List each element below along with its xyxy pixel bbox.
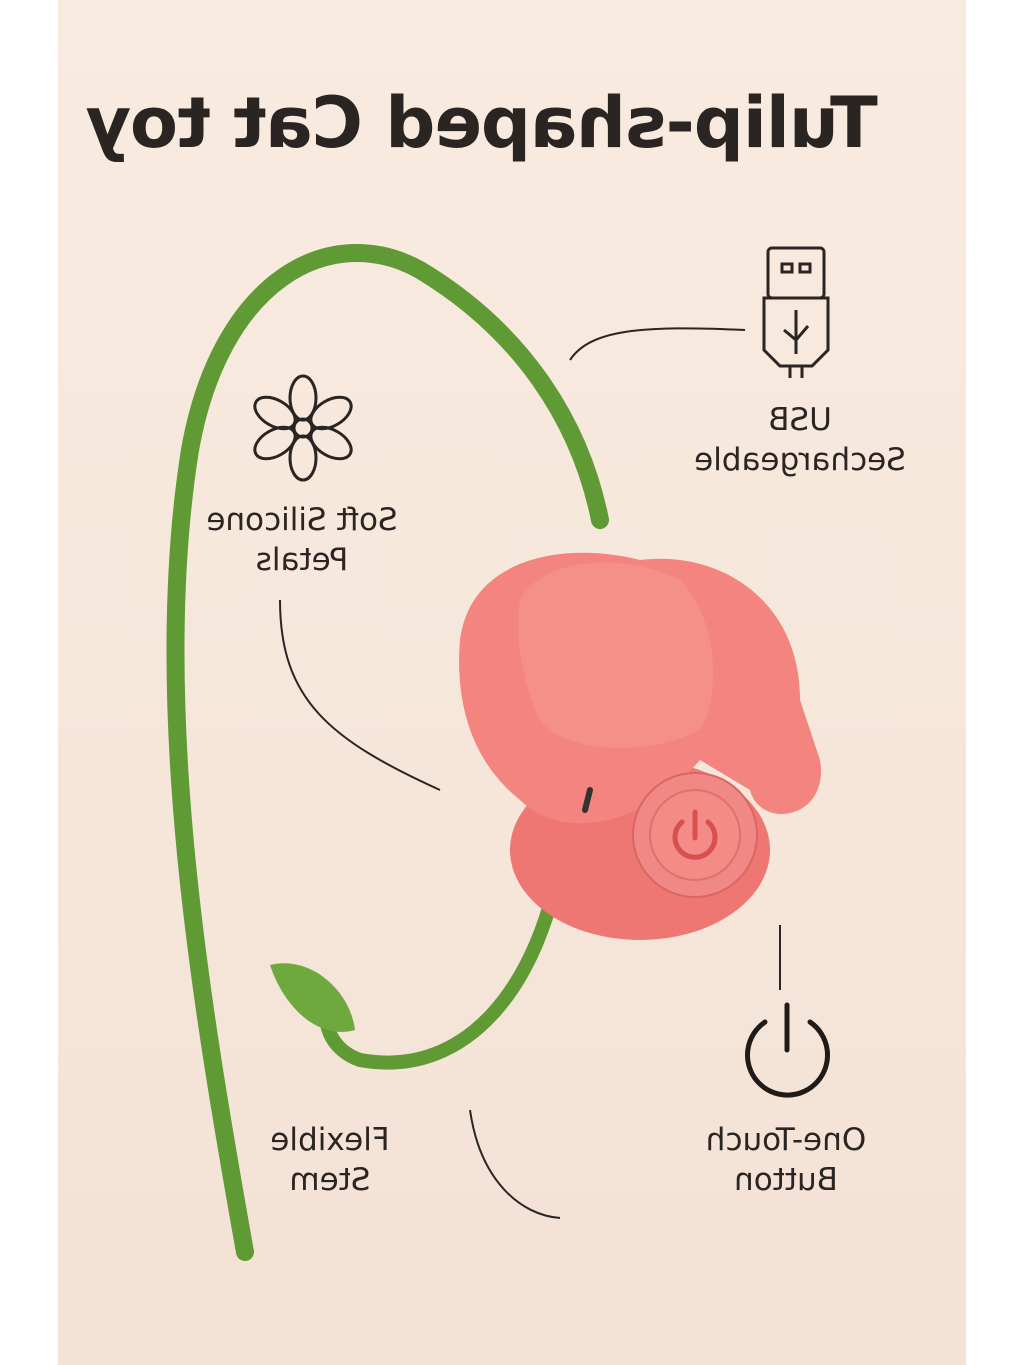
feature-stem-label: Flexible Stem	[270, 1120, 389, 1200]
feature-line: Button	[734, 1162, 838, 1198]
stem	[166, 243, 609, 1261]
feature-line: Stem	[289, 1162, 371, 1198]
page-title: Tulip-shaped Cat toy	[86, 82, 878, 164]
usb-icon	[762, 246, 830, 378]
feature-line: Soft Silicone	[206, 502, 398, 538]
feature-line: Petals	[255, 542, 349, 578]
flower-icon	[253, 374, 353, 482]
power-button-icon	[745, 1002, 830, 1098]
feature-usb-label: USB Sechargeable	[694, 400, 906, 480]
power-icon	[672, 809, 718, 860]
feature-button-label: One-Touch Button	[706, 1120, 866, 1200]
feature-line: Sechargeable	[694, 442, 906, 478]
feature-line: One-Touch	[705, 1122, 867, 1158]
tulip-flower	[459, 552, 821, 940]
feature-line: Flexible	[270, 1122, 390, 1158]
feature-line: USB	[768, 402, 832, 438]
feature-petals-label: Soft Silicone Petals	[206, 500, 397, 580]
leaf	[270, 963, 355, 1032]
